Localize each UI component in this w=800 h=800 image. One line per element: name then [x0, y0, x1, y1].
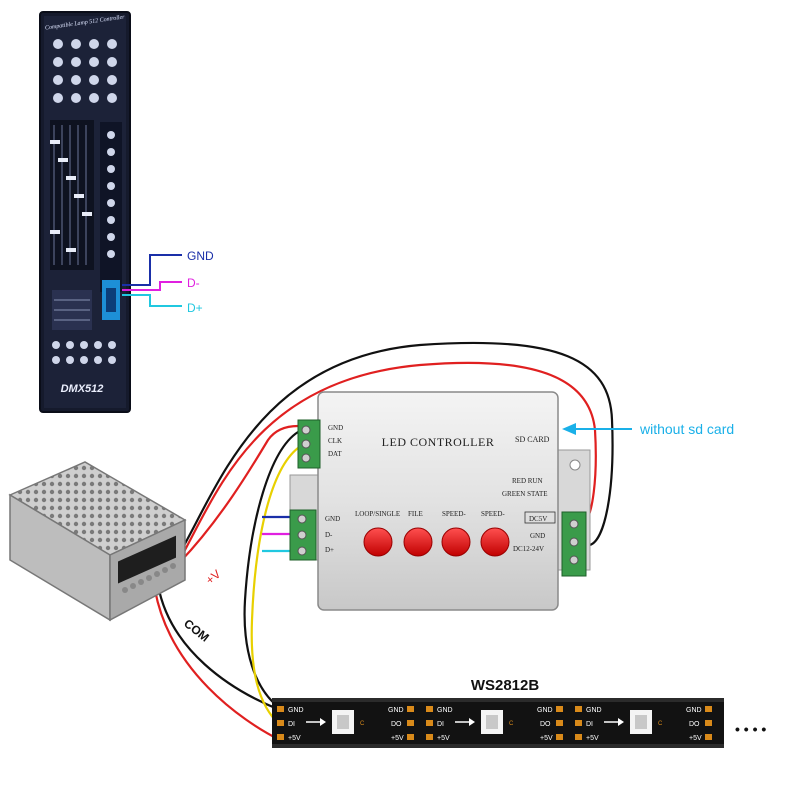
black-ctrl-strip-wire: [243, 431, 299, 709]
seg1-pin-do: DO: [391, 721, 402, 728]
red-ctrl-wire: [179, 424, 299, 563]
file-button[interactable]: [403, 527, 433, 557]
button-label-speed-1: SPEED-: [442, 510, 466, 518]
dmx-gnd-label: GND: [187, 249, 214, 263]
seg3-chip-label: C: [658, 721, 663, 727]
dc5v-label: DC5V: [529, 515, 547, 523]
speed-plus-button[interactable]: [480, 527, 510, 557]
dmx-dminus-label: D-: [187, 276, 200, 290]
strip-segment-1: GND DI +5V C GND DO +5V: [277, 706, 414, 742]
terminal-block-bottom-left: [289, 509, 317, 561]
plus-v-label: +V: [203, 567, 224, 587]
seg3-pin-5v: +5V: [586, 735, 599, 742]
psu-terminal-screws: [122, 563, 176, 593]
power-supply: [8, 461, 187, 622]
seg2-pin-5v-out: +5V: [540, 735, 553, 742]
seg1-pin-gnd: GND: [288, 707, 304, 714]
led-label-red-run: RED RUN: [512, 477, 543, 485]
com-label: COM: [181, 616, 212, 644]
seg1-pin-gnd-out: GND: [388, 707, 404, 714]
left-bottom-pin-dplus: D+: [325, 546, 334, 554]
controller-gnd-label: GND: [530, 532, 545, 540]
dplus-wire: [122, 294, 182, 307]
black-loop-wire: [164, 341, 614, 576]
dmx-signal-wires: [122, 254, 182, 307]
dmx-bottom-buttons: [52, 341, 116, 364]
seg3-pin-5v-out: +5V: [689, 735, 702, 742]
seg1-pin-5v: +5V: [288, 735, 301, 742]
seg1-chip-label: C: [360, 721, 365, 727]
seg2-chip-label: C: [509, 721, 514, 727]
left-bottom-pin-dminus: D-: [325, 531, 333, 539]
red-strip-wire: [153, 589, 281, 741]
button-label-file: FILE: [408, 510, 423, 518]
led-label-green-state: GREEN STATE: [502, 490, 548, 498]
seg3-pin-do: DO: [689, 721, 700, 728]
dminus-wire: [122, 281, 182, 291]
dmx-faders: [50, 120, 94, 270]
strip-continuation-dots: • • • •: [735, 721, 766, 737]
left-top-pin-clk: CLK: [328, 437, 342, 445]
seg2-pin-gnd: GND: [437, 707, 453, 714]
dmx-model-label: DMX512: [61, 383, 104, 395]
gnd-wire: [122, 254, 182, 286]
seg1-pin-5v-out: +5V: [391, 735, 404, 742]
left-top-pin-dat: DAT: [328, 450, 342, 458]
seg3-pin-di: DI: [586, 721, 593, 728]
sd-card-label: SD CARD: [515, 435, 550, 444]
button-label-loop-single: LOOP/SINGLE: [355, 510, 400, 518]
without-sd-card-label: without sd card: [639, 421, 734, 437]
seg2-pin-do: DO: [540, 721, 551, 728]
sd-card-arrow: [562, 423, 632, 435]
power-wires: [153, 341, 614, 741]
black-strip-wire: [156, 584, 281, 712]
speed-minus-button[interactable]: [441, 527, 471, 557]
loop-single-button[interactable]: [363, 527, 393, 557]
strip-segment-2: GND DI +5V C GND DO +5V: [426, 706, 563, 742]
seg2-pin-di: DI: [437, 721, 444, 728]
left-bottom-pin-gnd: GND: [325, 515, 340, 523]
voltage-label: DC12-24V: [513, 545, 544, 553]
led-controller: LED CONTROLLER SD CARD GND CLK DAT GND D…: [289, 391, 591, 611]
terminal-block-top-left: [297, 419, 321, 469]
dmx-dplus-label: D+: [187, 301, 203, 315]
seg1-pin-di: DI: [288, 721, 295, 728]
seg2-pin-5v: +5V: [437, 735, 450, 742]
button-label-speed-2: SPEED-: [481, 510, 505, 518]
yellow-data-wire: [250, 447, 299, 726]
seg2-pin-gnd-out: GND: [537, 707, 553, 714]
dmx512-console: Compatible Lamp 512 Controller: [39, 11, 131, 413]
dmx-side-buttons: [107, 131, 115, 258]
terminal-block-right: [561, 511, 587, 577]
left-top-pin-gnd: GND: [328, 424, 343, 432]
seg3-pin-gnd-out: GND: [686, 707, 702, 714]
controller-title: LED CONTROLLER: [382, 435, 495, 449]
strip-segment-3: GND DI +5V C GND DO +5V: [575, 706, 712, 742]
strip-title: WS2812B: [471, 677, 540, 694]
red-loop-wire: [174, 361, 597, 569]
seg3-pin-gnd: GND: [586, 707, 602, 714]
dmx-top-buttons: [53, 39, 117, 103]
